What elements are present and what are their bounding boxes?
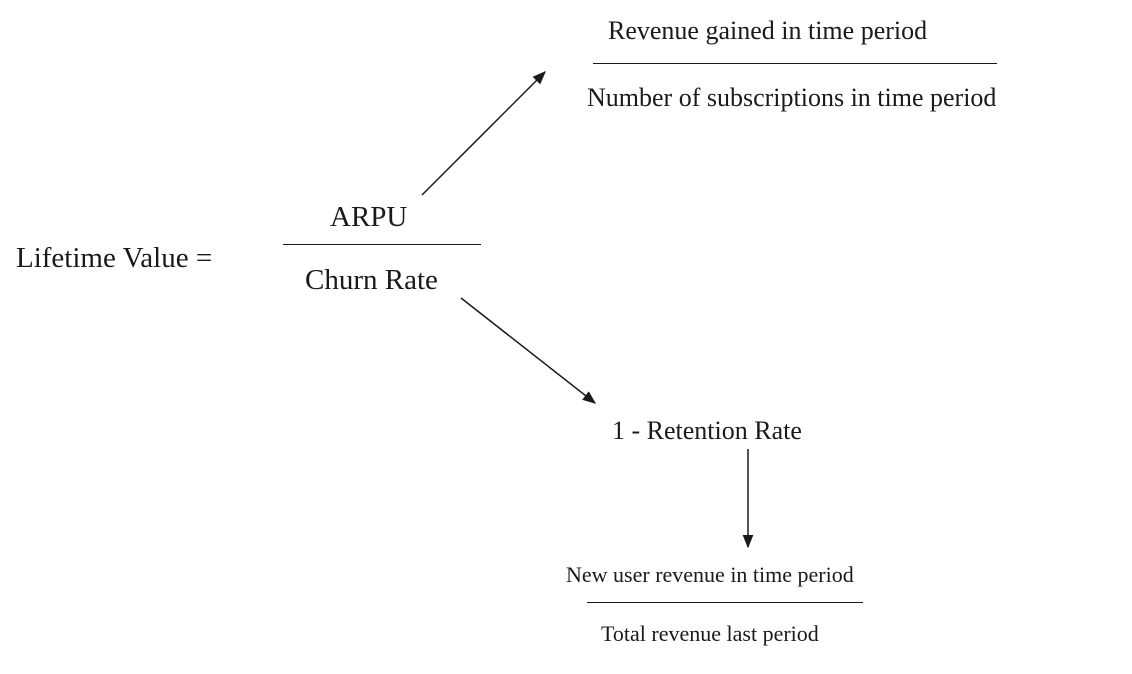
arrow-arpu-to-expansion (421, 71, 546, 196)
arpu-expansion-denominator: Number of subscriptions in time period (587, 83, 997, 112)
main-fraction-bar (283, 244, 481, 245)
retention-expression: 1 - Retention Rate (612, 416, 802, 445)
arrow-churn-to-retention (460, 297, 597, 404)
arpu-expansion-fraction-bar (593, 63, 997, 64)
lifetime-value-label: Lifetime Value = (16, 242, 213, 274)
retention-expansion-denominator: Total revenue last period (601, 621, 819, 646)
arpu-expansion-numerator: Revenue gained in time period (608, 16, 928, 45)
retention-expansion-fraction-bar (587, 602, 863, 603)
churn-rate-denominator: Churn Rate (305, 264, 438, 296)
arpu-numerator: ARPU (330, 201, 408, 233)
retention-expansion-numerator: New user revenue in time period (566, 562, 854, 587)
